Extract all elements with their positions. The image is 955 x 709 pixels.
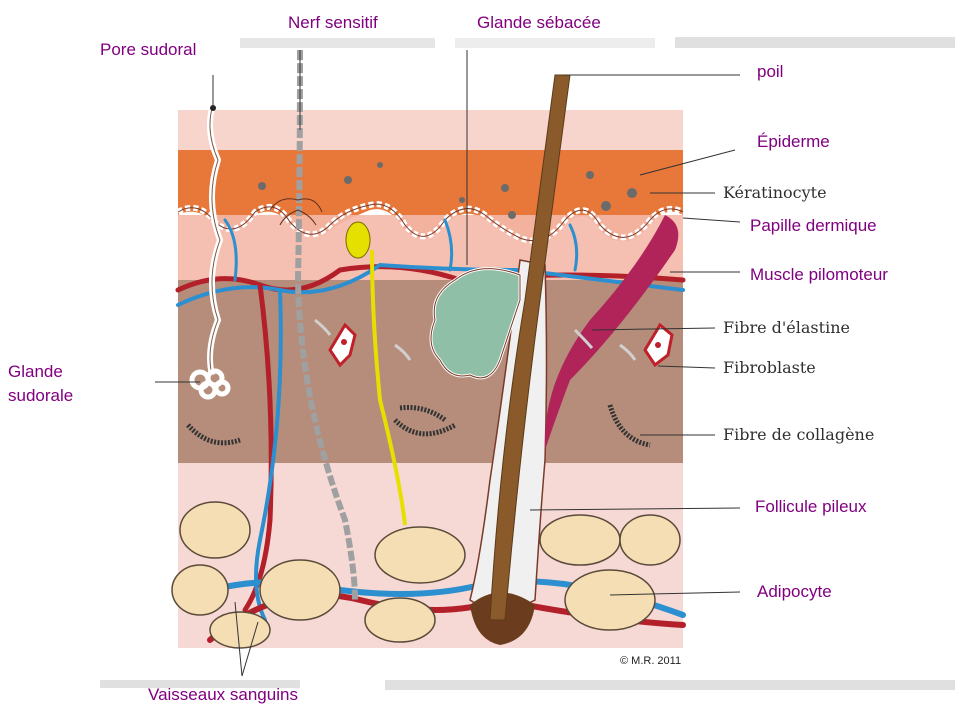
label-fibroblaste: Fibroblaste <box>723 358 816 378</box>
meissner-corpuscle <box>346 222 370 258</box>
top-bar-right <box>675 37 955 48</box>
label-muscle-pilomoteur: Muscle pilomoteur <box>750 265 888 285</box>
bottom-bar-right <box>385 680 955 690</box>
label-poil: poil <box>757 62 783 82</box>
label-vaisseaux-sanguins: Vaisseaux sanguins <box>148 685 298 705</box>
top-bar-left <box>240 38 435 48</box>
label-glande-sebacee: Glande sébacée <box>477 13 601 33</box>
stratum-corneum <box>178 110 683 155</box>
label-adipocyte: Adipocyte <box>757 582 832 602</box>
label-keratinocyte: Kératinocyte <box>723 183 827 203</box>
label-nerf-sensitif: Nerf sensitif <box>288 13 378 33</box>
label-glande-sudorale-line2: sudorale <box>8 386 73 406</box>
label-fibre-elastine: Fibre d'élastine <box>723 318 850 338</box>
label-epiderme: Épiderme <box>757 132 830 152</box>
label-fibre-collagene: Fibre de collagène <box>723 425 874 445</box>
label-follicule-pileux: Follicule pileux <box>755 497 867 517</box>
copyright-text: © M.R. 2011 <box>620 655 681 667</box>
top-bar-mid <box>455 38 655 48</box>
label-pore-sudoral: Pore sudoral <box>100 40 196 60</box>
label-papille-dermique: Papille dermique <box>750 216 877 236</box>
label-glande-sudorale-line1: Glande <box>8 362 63 382</box>
